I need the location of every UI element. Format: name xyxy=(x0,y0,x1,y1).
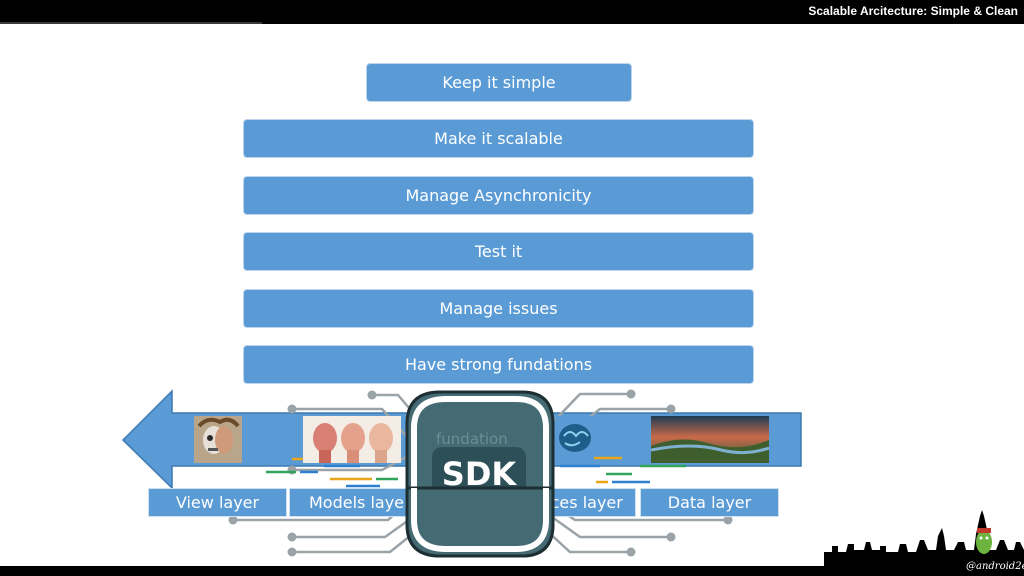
top-bar xyxy=(0,0,1024,24)
step-keep-it-simple: Keep it simple xyxy=(366,63,632,102)
paris-skyline-logo xyxy=(824,510,1024,566)
slide-title: Scalable Arcitecture: Simple & Clean xyxy=(808,4,1018,18)
head-anatomy-thumbnail xyxy=(303,416,401,463)
step-manage-asynchronicity: Manage Asynchronicity xyxy=(243,176,754,215)
landscape-thumbnail xyxy=(651,416,769,463)
step-manage-issues: Manage issues xyxy=(243,289,754,328)
bottom-bar xyxy=(0,566,1024,576)
data-layer: Data layer xyxy=(640,488,779,517)
step-test-it: Test it xyxy=(243,232,754,271)
services-layer: Services layer xyxy=(497,488,636,517)
step-have-strong-fundations: Have strong fundations xyxy=(243,345,754,384)
step-make-it-scalable: Make it scalable xyxy=(243,119,754,158)
models-layer: Models layer xyxy=(289,488,407,517)
author-handle: @android2ee xyxy=(966,561,1024,572)
brain-thumbnail xyxy=(556,416,594,463)
skull-portrait-thumbnail xyxy=(194,416,242,463)
fundation-text: fundation xyxy=(436,430,508,448)
top-bar-accent xyxy=(0,22,262,24)
view-layer: View layer xyxy=(148,488,287,517)
